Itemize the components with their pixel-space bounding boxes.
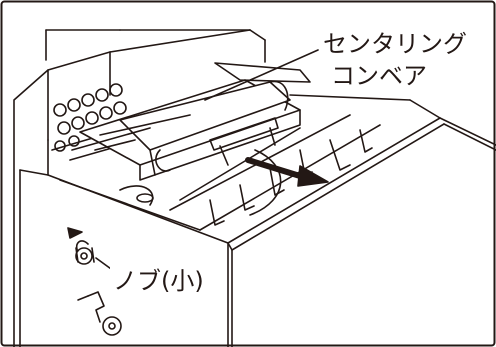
- cabinet-left-wall: [13, 29, 121, 347]
- centering-conveyor-label-line2: コンベア: [328, 62, 430, 90]
- front-door-panel: [227, 99, 496, 347]
- knob-small-lower: [77, 291, 122, 336]
- centering-conveyor: [71, 62, 311, 181]
- pull-direction-arrow: [245, 157, 329, 187]
- knob-small-label: ノブ(小): [110, 267, 207, 295]
- conveyor-leader-line: [204, 49, 319, 101]
- cabinet-top-frame: [47, 29, 266, 96]
- knob-small-upper: [67, 227, 95, 265]
- centering-conveyor-label-line1: センタリング: [320, 30, 470, 58]
- rotation-arrow-icon: [67, 227, 83, 239]
